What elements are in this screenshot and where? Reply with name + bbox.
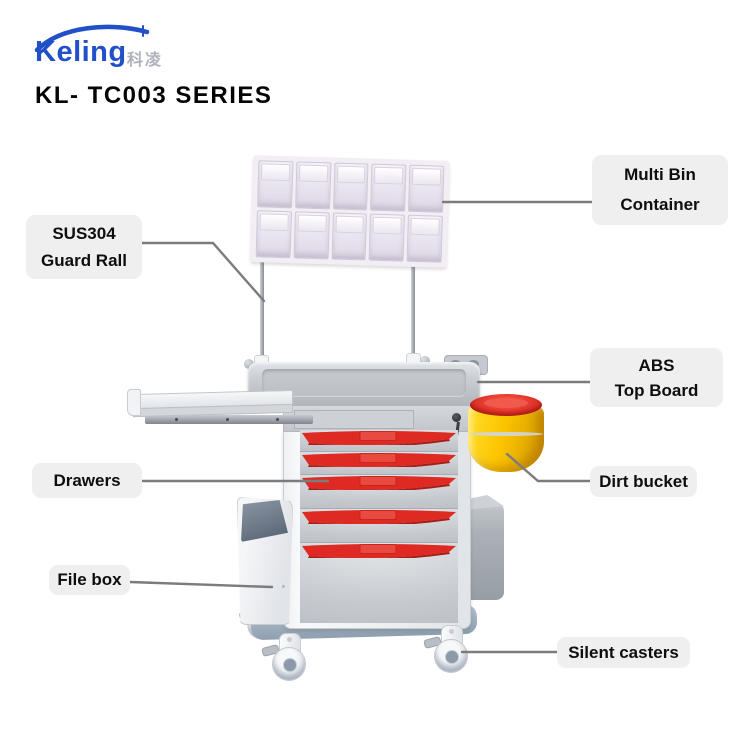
callout-multi-bin-container: Multi Bin Container [592, 155, 728, 225]
drawer-1 [300, 430, 458, 451]
callout-dirt-bucket: Dirt bucket [590, 466, 697, 497]
drawer-stack [300, 430, 458, 623]
callout-text: Multi Bin [624, 165, 696, 184]
dirt-bucket [468, 394, 544, 472]
drawer-3 [300, 475, 458, 508]
drawer-handle [302, 510, 456, 524]
top-board-recess [262, 369, 466, 397]
drawer-5 [300, 543, 458, 623]
callout-text: SUS304 [52, 224, 116, 243]
drawer-4 [300, 509, 458, 542]
caster-front-left [261, 629, 312, 685]
brand-name-chinese: 科凌 [127, 52, 164, 69]
brand-logo: Keling 科凌 [34, 24, 255, 72]
callout-text: Drawers [53, 470, 121, 490]
callout-text: Top Board [614, 380, 699, 400]
storage-bin [293, 211, 330, 260]
storage-bin [255, 210, 292, 259]
leader-guard-rail [140, 241, 266, 303]
callout-text: ABS [638, 355, 675, 375]
file-box-opening [241, 500, 288, 542]
callout-guard-rail: SUS304 Guard Rall [26, 215, 142, 279]
callout-text: File box [57, 570, 122, 589]
callout-top-board: ABS Top Board [590, 348, 723, 407]
storage-bin [406, 214, 443, 263]
drawer-handle [302, 431, 456, 445]
callout-silent-casters: Silent casters [557, 637, 690, 668]
callout-text: Silent casters [568, 642, 679, 662]
file-box-screw [282, 585, 285, 588]
callout-text: Guard Rall [41, 251, 127, 270]
storage-bin [370, 163, 407, 212]
callout-file-box: File box [49, 565, 130, 595]
page-title: KL- TC003 SERIES [35, 82, 273, 109]
callout-text: Container [620, 195, 700, 214]
storage-bin [257, 160, 294, 209]
caster-wheel [434, 639, 468, 673]
drawer-handle [302, 453, 456, 467]
brand-name: Keling [35, 36, 127, 68]
storage-bin [294, 161, 332, 210]
file-box [237, 497, 293, 625]
keyhole-icon [452, 413, 461, 422]
drawer-2 [300, 452, 458, 474]
pole-knob-left [244, 359, 254, 369]
guard-rail-pole-left [260, 261, 264, 367]
multi-bin-container [250, 155, 450, 268]
slide-rail [145, 415, 313, 424]
caster-wheel [272, 647, 306, 681]
storage-bin [368, 213, 406, 262]
guard-rail-pole-right [411, 259, 415, 365]
dirt-bucket-lid [470, 394, 542, 416]
caster-front-right [423, 621, 474, 677]
storage-bin [331, 212, 368, 261]
drawer-handle [302, 544, 456, 558]
storage-bin [408, 164, 445, 213]
pole-knob-right [420, 356, 430, 366]
logo-swoosh-icon [34, 24, 150, 52]
callout-text: Dirt bucket [599, 471, 688, 491]
callout-drawers: Drawers [32, 463, 142, 498]
storage-bin [332, 162, 369, 211]
lock-panel [283, 405, 471, 437]
dirt-bucket-band [469, 432, 543, 436]
drawer-handle [302, 476, 456, 490]
side-tray-endcap [127, 389, 141, 416]
